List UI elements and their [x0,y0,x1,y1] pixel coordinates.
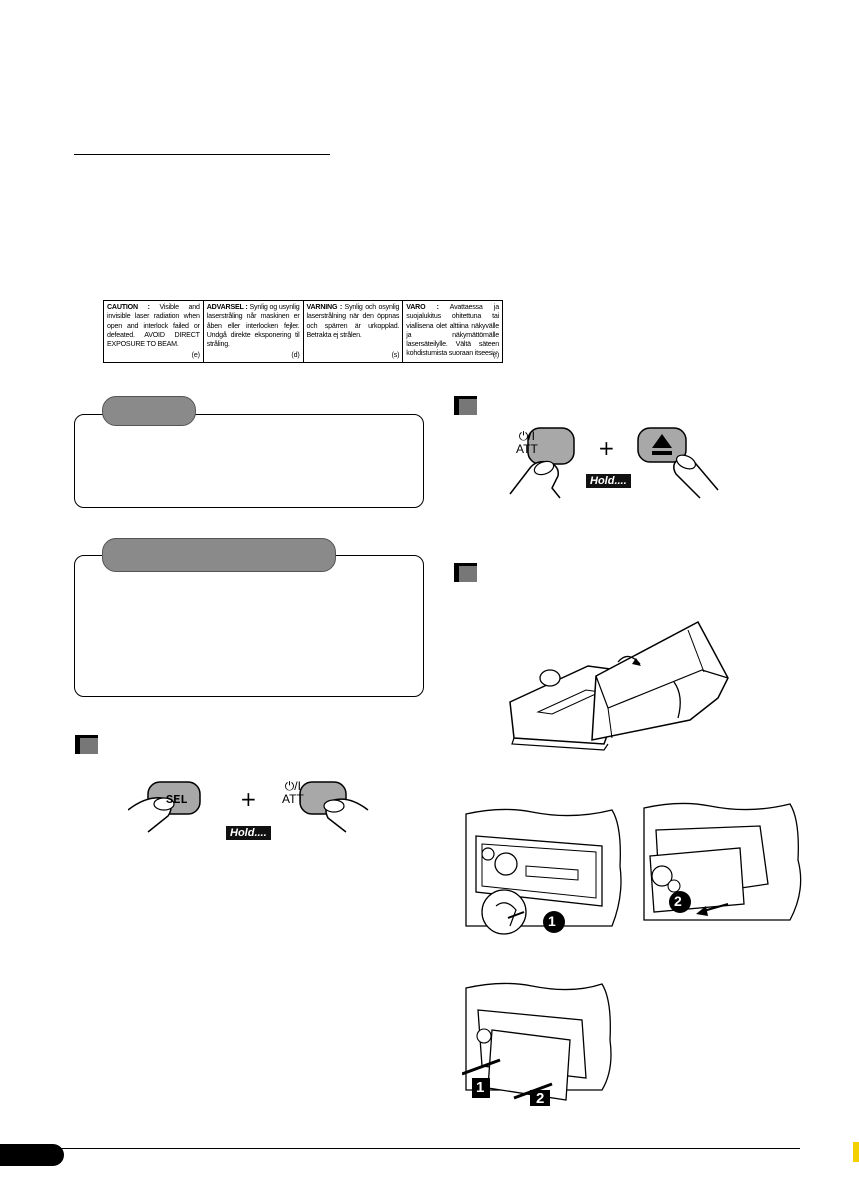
caution-cell-sv: VARNING : Synlig och osynlig laserstråln… [304,301,404,362]
attach-step-1-badge: 1 [476,1079,485,1096]
page-number-tab [0,1144,64,1166]
detach-panel-step-2: 2 [640,800,810,934]
sel-button-label: SEL [166,793,188,807]
section-marker-reset [75,735,98,754]
attach-step-2-badge: 2 [536,1090,545,1107]
caution-cell-en: CAUTION : Visible and invisible laser ra… [104,301,204,362]
note-box-1-tab [102,396,196,426]
eject-diagram [500,420,740,500]
section-marker-eject [454,396,477,415]
attach-panel-diagram: 1 [461,980,617,1110]
footer-rule [0,1148,800,1149]
step-2-badge: 2 [674,893,682,909]
title-underline [74,154,330,155]
plus-sign-eject: + [598,436,615,460]
note-box-1 [74,414,424,508]
laser-caution-label: CAUTION : Visible and invisible laser ra… [103,300,503,363]
carrying-case-diagram [508,612,733,754]
hold-badge-eject: Hold.... [586,474,631,488]
caution-cell-da: ADVARSEL : Synlig og usynlig laserstråli… [204,301,304,362]
detach-panel-step-1: 1 [462,806,632,940]
section-marker-case [454,563,477,582]
reset-diagram [127,776,378,836]
plus-sign-reset: + [240,787,257,811]
note-box-2 [74,555,424,697]
note-box-2-tab [102,538,336,572]
hold-badge-reset: Hold.... [226,826,271,840]
language-edge-tab [853,1142,859,1162]
caution-cell-fi: VARO : Avattaessa ja suojalukitus ohitet… [406,303,499,359]
step-1-badge: 1 [548,913,556,929]
